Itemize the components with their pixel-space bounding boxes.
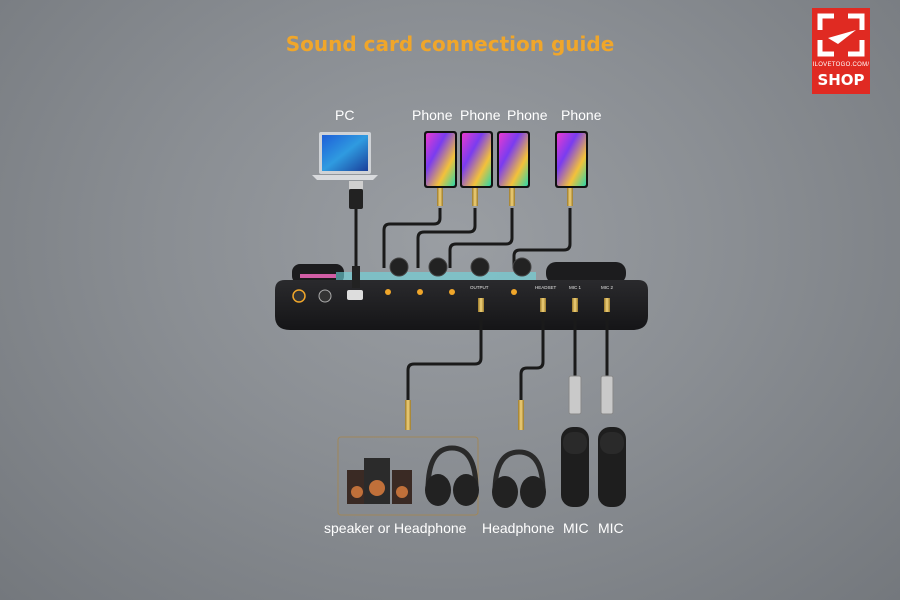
shop-label: SHOP [817,71,865,89]
laptop-icon [312,132,378,180]
port-label-headset: HEADSET [535,285,557,290]
port-label-output: OUTPUT [470,285,489,290]
phone-icon [460,131,493,188]
port-label-mic1: MIC 1 [569,285,581,290]
input-cables [354,205,572,270]
headphone-icon [425,445,479,506]
sound-card-device: OUTPUT HEADSET MIC 1 MIC 2 [275,257,648,330]
phone-label-3: Phone [507,107,548,123]
page-title: Sound card connection guide [285,32,615,56]
shop-logo[interactable]: ILOVETOGO.COM/ SHOP [812,8,870,94]
phone-icon [497,131,530,188]
mic1-label: MIC [563,520,589,536]
headphone-icon [492,449,546,508]
phone-icon [424,131,457,188]
speaker-or-headphone-label: speaker or Headphone [324,520,467,536]
speaker-icon [347,458,412,504]
phone-label-1: Phone [412,107,453,123]
output-cables [406,310,609,402]
headphone-label: Headphone [482,520,555,536]
audio-jack-icon [437,188,573,206]
phone-icon [555,131,588,188]
phone-label-4: Phone [561,107,602,123]
mic2-label: MIC [598,520,624,536]
port-label-mic2: MIC 2 [601,285,613,290]
microphone-icon [561,427,589,507]
audio-jack-icon [405,298,610,430]
xlr-connector-icon [568,375,614,415]
shop-url: ILOVETOGO.COM/ [812,62,870,68]
scan-frame-icon [817,13,865,57]
microphone-icon [598,427,626,507]
speaker-headphone-group [337,436,479,516]
pc-label: PC [335,107,355,123]
usb-plug-icon [349,181,363,209]
phone-label-2: Phone [460,107,501,123]
